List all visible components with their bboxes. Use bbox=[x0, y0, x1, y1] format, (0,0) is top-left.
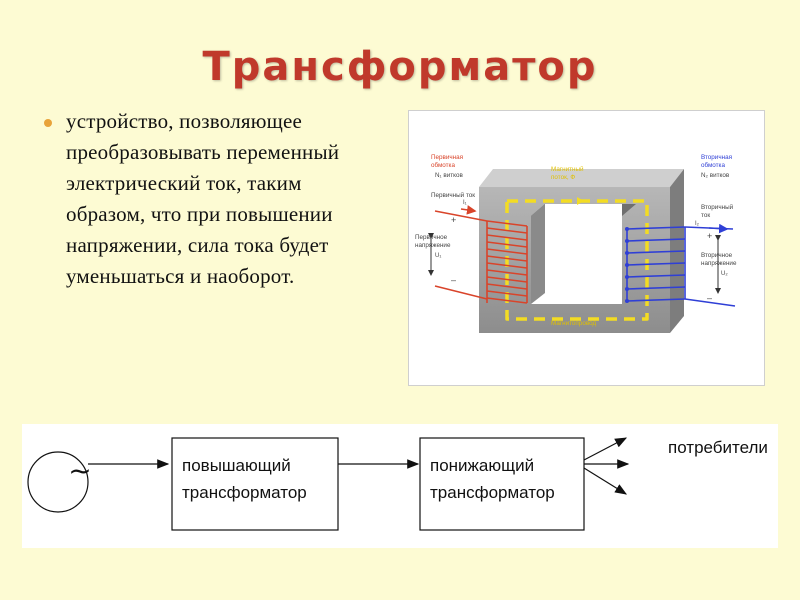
primary-winding-title-1: Первичная bbox=[431, 154, 463, 161]
secondary-lead-bottom bbox=[684, 298, 736, 307]
step-down-label-2: трансформатор bbox=[430, 483, 555, 502]
primary-lead-bottom bbox=[434, 285, 488, 300]
secondary-current-arrow bbox=[708, 223, 729, 234]
ac-source-symbol: ~ bbox=[68, 454, 92, 487]
secondary-turns-label: N₂ витков bbox=[701, 172, 730, 179]
primary-lead-top bbox=[434, 210, 488, 222]
slide-title: Трансформатор bbox=[202, 44, 598, 90]
secondary-plus: + bbox=[707, 231, 712, 241]
step-up-box bbox=[171, 437, 339, 531]
primary-voltage-label-1: Первичное bbox=[415, 234, 448, 241]
secondary-winding-title-1: Вторичная bbox=[701, 154, 732, 161]
secondary-winding bbox=[626, 226, 686, 302]
core-window bbox=[545, 204, 622, 304]
secondary-voltage-symbol: U₂ bbox=[721, 271, 728, 277]
step-down-box bbox=[419, 437, 585, 531]
primary-current-arrow bbox=[460, 205, 477, 215]
step-up-label-2: трансформатор bbox=[182, 483, 307, 502]
ac-source-circle bbox=[27, 451, 89, 513]
secondary-winding-title-2: обмотка bbox=[701, 161, 725, 169]
primary-winding bbox=[486, 220, 528, 304]
primary-current-symbol: I₁ bbox=[463, 200, 467, 206]
secondary-minus: – bbox=[707, 293, 712, 303]
primary-voltage-label-2: напряжение bbox=[415, 242, 451, 249]
transmission-scheme: ~ повышающий трансформатор понижающий тр… bbox=[22, 424, 778, 548]
consumer-arrow-top bbox=[583, 437, 628, 461]
primary-minus: – bbox=[451, 275, 456, 285]
primary-turns-label: N₁ витков bbox=[435, 172, 463, 179]
consumer-arrow-bottom bbox=[583, 467, 628, 495]
step-down-label-1: понижающий bbox=[430, 456, 535, 475]
step-up-label-1: повышающий bbox=[182, 456, 291, 475]
flux-label-1: Магнитный bbox=[551, 165, 584, 173]
core-label: Магнитопровод bbox=[551, 320, 596, 327]
core-top-face bbox=[479, 169, 684, 187]
secondary-current-label-2: ток bbox=[701, 212, 710, 219]
secondary-winding-dots bbox=[625, 227, 629, 303]
bullet-marker bbox=[44, 119, 52, 127]
primary-winding-title-2: обмотка bbox=[431, 161, 455, 169]
primary-current-label: Первичный ток bbox=[431, 191, 475, 199]
secondary-voltage-label-1: Вторичное bbox=[701, 252, 733, 259]
transformer-svg: Первичная обмотка N₁ витков Первичный то… bbox=[415, 154, 737, 333]
transmission-svg bbox=[27, 437, 630, 531]
secondary-voltage-label-2: напряжение bbox=[701, 260, 737, 267]
definition-text: устройство, позволяющее преобразовывать … bbox=[66, 109, 340, 288]
primary-voltage-symbol: U₁ bbox=[435, 253, 441, 259]
consumers-label: потребители bbox=[668, 438, 768, 457]
secondary-current-label-1: Вторичный bbox=[701, 203, 734, 211]
core-window-depth-left bbox=[531, 204, 545, 304]
secondary-current-symbol: I₂ bbox=[695, 221, 700, 227]
flux-arrow-icon bbox=[577, 197, 584, 205]
transformer-diagram: Первичная обмотка N₁ витков Первичный то… bbox=[408, 110, 765, 386]
primary-plus: + bbox=[451, 215, 456, 225]
flux-label-2: поток, Ф bbox=[551, 174, 575, 181]
